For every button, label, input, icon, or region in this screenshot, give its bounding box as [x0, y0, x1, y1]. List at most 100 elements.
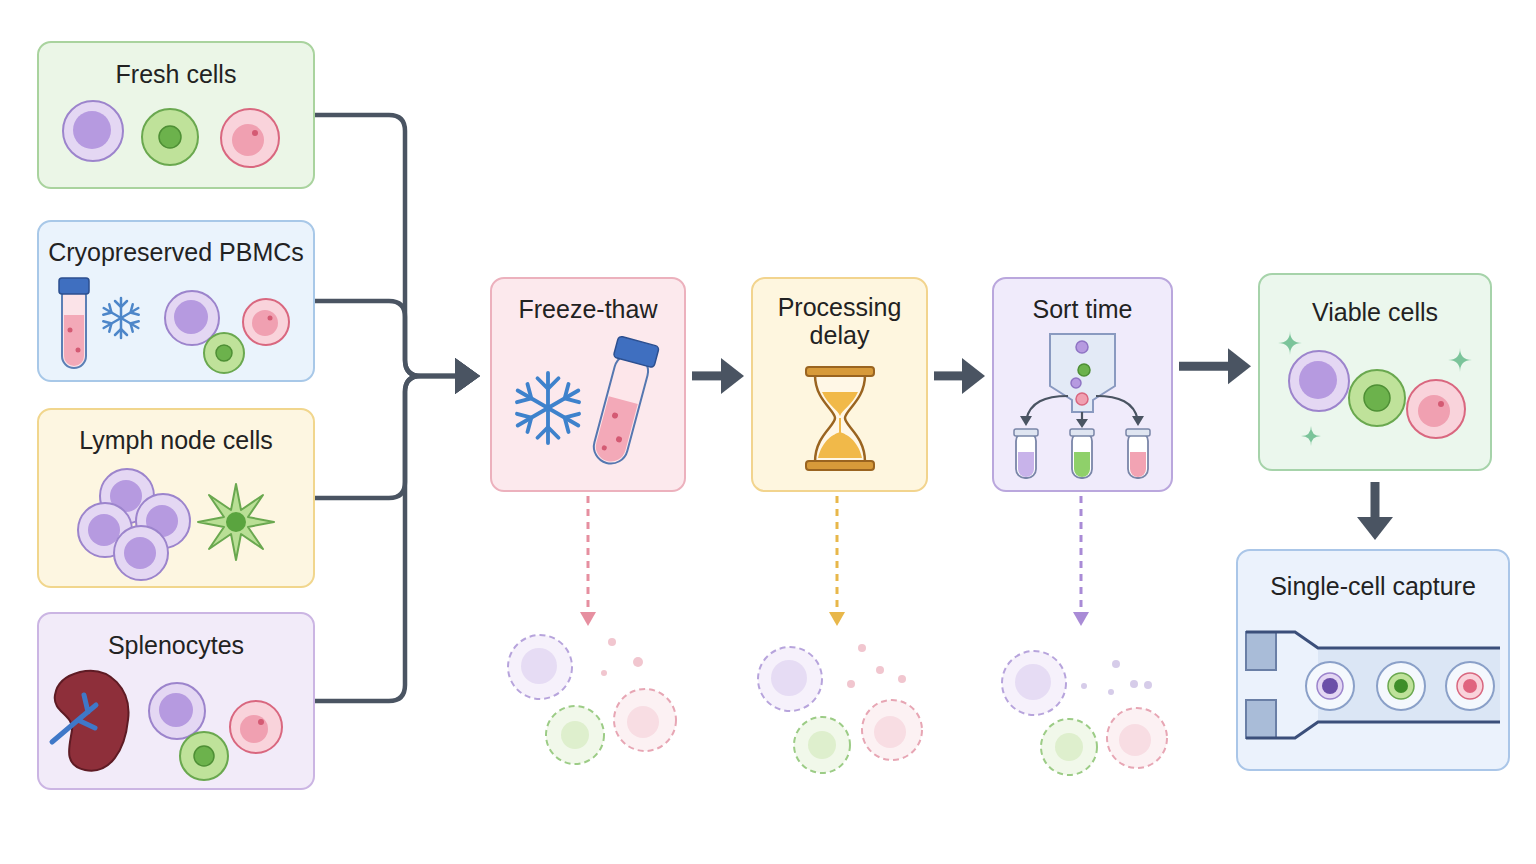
arrow-head — [1228, 348, 1251, 384]
pink-cell — [221, 109, 279, 167]
flow-arrow — [315, 358, 480, 701]
loss-arrow — [587, 496, 590, 612]
node-label: Splenocytes — [39, 631, 313, 659]
dead-cells — [862, 700, 922, 760]
snowflake-icon — [101, 298, 142, 338]
cryo-tube — [76, 348, 81, 353]
microfluidic-channel — [1246, 632, 1500, 648]
purple-cell — [73, 111, 111, 149]
result-box: Viable cells — [1258, 273, 1492, 471]
cell-sorter-icon — [1076, 419, 1088, 428]
source-box: Splenocytes — [37, 612, 315, 790]
dead-cells — [758, 644, 922, 773]
purple-cell — [63, 101, 123, 161]
microfluidic-channel — [1318, 648, 1500, 722]
pink-cell — [1418, 395, 1450, 427]
pink-cell — [1407, 380, 1465, 438]
loss-arrow — [580, 612, 596, 626]
flow-arrow — [315, 301, 480, 394]
arrow-head — [455, 358, 480, 394]
cell-sorter-icon — [1076, 341, 1088, 353]
pink-cell — [230, 701, 282, 753]
microfluidic-channel — [1306, 662, 1354, 710]
arrow-head — [721, 358, 744, 394]
dead-cells — [1112, 660, 1120, 668]
arrow-shaft — [692, 371, 723, 380]
green-cell — [204, 333, 244, 373]
cell-sorter-icon — [1074, 452, 1090, 477]
arrow-shaft — [315, 376, 457, 498]
cryo-tube — [62, 284, 86, 368]
flow-arrow — [1357, 482, 1393, 540]
arrow-head — [962, 358, 985, 394]
dead-cells — [1144, 681, 1152, 689]
green-cell — [142, 109, 198, 165]
loss-arrow — [1073, 612, 1089, 626]
dead-cells — [858, 644, 866, 652]
source-box: Lymph node cells — [37, 408, 315, 588]
arrow-head — [455, 358, 480, 394]
hourglass-icon — [818, 432, 862, 458]
purple-cell — [63, 101, 123, 161]
lymphocyte-cluster — [146, 505, 178, 537]
purple-cell — [159, 693, 193, 727]
dead-cells — [633, 657, 643, 667]
green-cell — [1349, 370, 1405, 426]
cryo-tube — [592, 396, 637, 465]
purple-cell — [174, 300, 208, 334]
arrow-head — [1357, 517, 1393, 540]
purple-cell — [165, 291, 219, 345]
microfluidic-channel — [1246, 632, 1276, 670]
green-cell — [204, 333, 244, 373]
dead-cells — [1119, 724, 1151, 756]
dead-cells — [521, 648, 557, 684]
dead-cells — [808, 731, 836, 759]
green-cell — [216, 345, 232, 361]
sparkle-icon — [1278, 331, 1302, 355]
node-label: Fresh cells — [39, 60, 313, 88]
dead-cells — [847, 680, 855, 688]
dead-cells — [771, 660, 807, 696]
microfluidic-channel — [1388, 673, 1414, 699]
pink-cell — [230, 701, 282, 753]
arrow-head — [455, 358, 480, 394]
cryo-tube — [586, 336, 659, 469]
flow-arrow — [1179, 348, 1251, 384]
cell-sorter-icon — [1126, 429, 1150, 436]
cell-sorter-icon — [1078, 364, 1090, 376]
green-cell — [180, 732, 228, 780]
cell-sorter-icon — [1081, 412, 1083, 420]
loss-arrow — [836, 496, 839, 612]
cell-sorter-icon — [1071, 378, 1081, 388]
purple-cell — [1299, 361, 1337, 399]
pink-cell — [240, 715, 268, 743]
purple-cell — [1289, 351, 1349, 411]
microfluidic-channel — [1377, 662, 1425, 710]
pink-cell — [221, 109, 279, 167]
arrow-shaft — [1179, 362, 1230, 371]
pink-cell — [232, 124, 264, 156]
dead-cells — [561, 721, 589, 749]
green-cell — [180, 732, 228, 780]
flow-arrow — [315, 358, 480, 498]
cryo-tube — [601, 445, 607, 451]
lymphocyte-cluster — [100, 469, 154, 523]
spleen-icon — [52, 695, 96, 742]
node-label: Cryopreserved PBMCs — [39, 238, 313, 266]
cell-sorter-icon — [1070, 429, 1094, 436]
dead-cells — [508, 635, 676, 764]
sparkle-icon — [1448, 348, 1472, 372]
node-label: Sort time — [994, 295, 1171, 323]
purple-cell — [1289, 351, 1349, 411]
stress-step-box: Processing delay — [751, 277, 928, 492]
cell-sorter-icon — [1014, 334, 1150, 478]
dead-cells — [608, 638, 616, 646]
dead-cells — [508, 635, 572, 699]
microfluidic-channel — [1246, 632, 1500, 738]
lymphocyte-cluster — [78, 503, 132, 557]
loss-arrow — [1080, 496, 1083, 612]
microfluidic-channel — [1317, 673, 1343, 699]
microfluidic-channel — [1246, 700, 1276, 738]
pink-cell — [1407, 380, 1465, 438]
pink-cell — [258, 719, 264, 725]
